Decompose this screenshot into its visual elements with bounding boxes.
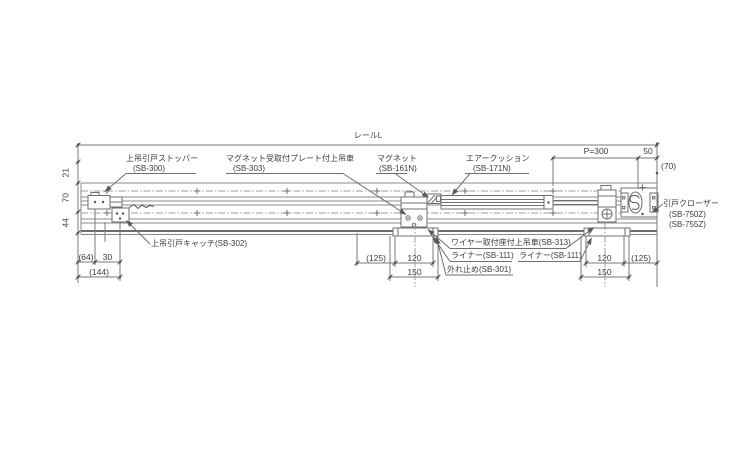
magnet-label: マグネット (377, 154, 417, 163)
dim-144: (144) (89, 266, 109, 277)
catch-assembly (111, 203, 155, 223)
liner-2-label: ライナー(SB-111) (519, 251, 582, 260)
closer-code-2: (SB-755Z) (669, 219, 706, 229)
dim-v70: 70 (60, 193, 71, 203)
wire-hanger-label: ワイヤー取付座付上吊車(SB-313) (451, 238, 571, 247)
door-closer (620, 184, 659, 218)
rail-length-label: レールL (353, 131, 383, 140)
leader-lines (104, 173, 664, 276)
detach-stop-label: 外れ止め(SB-301) (447, 264, 512, 274)
magnet-plate-hanger-code: (SB-303) (233, 163, 266, 173)
dim-c125: (125) (366, 252, 386, 263)
dim-64: (64) (78, 251, 94, 262)
dim-c150: 150 (407, 266, 422, 277)
magnet-plate-hanger-label: マグネット受取付プレート付上吊車 (226, 154, 354, 163)
dim-c120: 120 (407, 252, 422, 263)
air-cushion-label: エアークッション (466, 154, 530, 163)
air-cushion-code: (SB-171N) (473, 163, 511, 173)
center-hanger (400, 191, 428, 228)
dim-70-ref: (70) (661, 160, 677, 171)
dim-r150: 150 (597, 266, 612, 277)
dim-v44: 44 (60, 218, 71, 228)
right-hanger (597, 185, 617, 223)
rail-centerlines (81, 190, 657, 214)
closer-code-1: (SB-750Z) (669, 209, 706, 219)
dim-50: 50 (643, 146, 653, 156)
dim-pitch: P=300 (583, 146, 609, 156)
catch-label: 上吊引戸キャッチ(SB-302) (151, 238, 248, 248)
dim-30: 30 (102, 251, 113, 262)
dimension-ticks (75, 142, 660, 280)
closer-label: 引戸クローザー (663, 198, 719, 208)
magnet-unit (426, 193, 442, 204)
dim-r120: 120 (597, 252, 612, 263)
stopper-label: 上吊引戸ストッパー (126, 154, 198, 163)
magnet-code: (SB-161N) (379, 163, 417, 173)
dim-v21: 21 (60, 168, 71, 178)
liner-1-label: ライナー(SB-111) (451, 251, 514, 260)
dim-r125: (125) (631, 252, 651, 263)
air-cushion-unit (440, 195, 598, 210)
stopper-code: (SB-300) (133, 163, 166, 173)
stopper-assembly (87, 192, 123, 210)
